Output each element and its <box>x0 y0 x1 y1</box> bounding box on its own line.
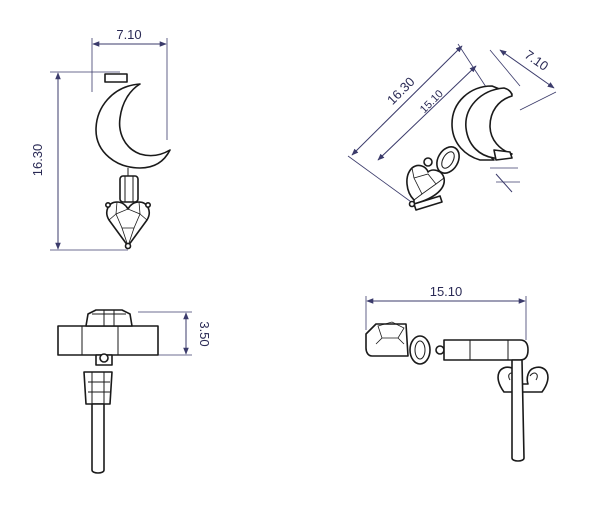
top-view: 15.10 <box>365 284 549 462</box>
iso-view: 16.30 15.10 7.10 <box>347 43 557 211</box>
iso-link-ball <box>423 157 433 167</box>
side-moon-body <box>57 325 159 356</box>
front-prong-bottom <box>124 242 132 250</box>
side-clutch <box>83 371 113 405</box>
iso-heart-setting <box>413 195 443 211</box>
top-heart-facets <box>375 321 405 345</box>
side-thickness-dimension: 3.50 <box>138 311 212 356</box>
side-view: 3.50 <box>57 309 212 474</box>
top-jump-ring <box>409 335 431 365</box>
iso-width-label: 7.10 <box>522 47 551 74</box>
top-post <box>511 359 525 462</box>
front-height-dimension: 16.30 <box>30 71 128 251</box>
side-gem-setting <box>85 309 133 327</box>
iso-prong <box>408 200 416 208</box>
top-heart-setting <box>365 323 409 357</box>
front-prong-left <box>105 202 112 209</box>
side-post <box>91 403 105 474</box>
iso-heart-facets <box>411 167 445 201</box>
side-link-ball <box>99 353 109 363</box>
front-view: 7.10 16.30 <box>30 27 171 251</box>
top-link-ball <box>435 345 445 355</box>
top-length-label: 15.10 <box>430 284 463 299</box>
top-moon-bar <box>443 339 529 361</box>
iso-heart-gem <box>406 164 445 205</box>
iso-post-block <box>493 149 513 161</box>
side-thickness-label: 3.50 <box>197 321 212 346</box>
iso-height-label: 16.30 <box>384 74 418 108</box>
front-prong-right <box>145 202 152 209</box>
top-length-dimension: 15.10 <box>365 284 527 340</box>
iso-inner-label: 15.10 <box>418 88 446 116</box>
front-width-label: 7.10 <box>116 27 141 42</box>
iso-crescent-moon-front <box>465 87 513 160</box>
front-height-label: 16.30 <box>30 144 45 177</box>
front-width-dimension: 7.10 <box>91 27 168 140</box>
front-jump-ring <box>119 175 139 203</box>
front-post-bar <box>104 73 128 83</box>
front-crescent-moon <box>95 83 171 169</box>
